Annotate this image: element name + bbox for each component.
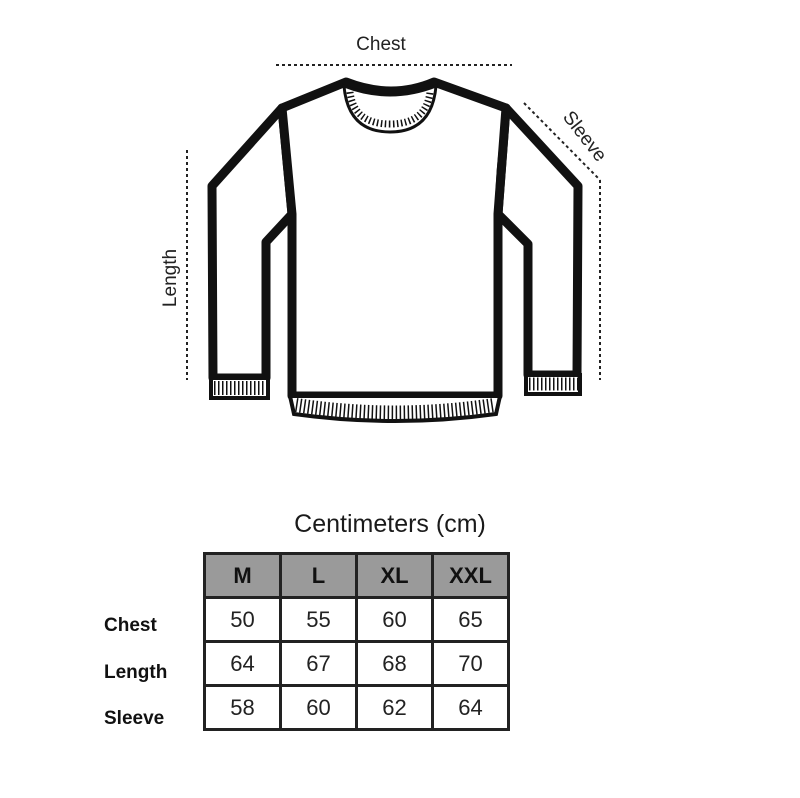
- column-header: M: [203, 552, 282, 599]
- row-label-sleeve: Sleeve: [104, 708, 165, 729]
- table-cell: 60: [279, 684, 358, 731]
- column-header: XXL: [431, 552, 510, 599]
- table-cell: 68: [355, 640, 434, 687]
- table-cell: 55: [279, 596, 358, 643]
- right-sleeve: [493, 103, 583, 380]
- table-cell: 64: [431, 684, 510, 731]
- sleeve-dimension-line: [523, 102, 601, 181]
- table-row: 64 67 68 70: [203, 640, 510, 687]
- table-cell: 65: [431, 596, 510, 643]
- table-cell: 62: [355, 684, 434, 731]
- collar: [342, 83, 438, 134]
- column-header: L: [279, 552, 358, 599]
- row-label-length: Length: [104, 662, 168, 683]
- table-row: 50 55 60 65: [203, 596, 510, 643]
- body: [277, 77, 511, 401]
- left-sleeve: [207, 103, 297, 383]
- right-armhole-line: [495, 107, 507, 215]
- sleeve-label: Sleeve: [558, 107, 610, 166]
- collar-ribbing: [346, 91, 434, 128]
- sweater-outline: [207, 77, 583, 401]
- waistband: [287, 394, 503, 423]
- table-cell: 70: [431, 640, 510, 687]
- table-cell: 67: [279, 640, 358, 687]
- column-header: XL: [355, 552, 434, 599]
- table-title: Centimeters (cm): [294, 510, 486, 538]
- size-chart-table: M L XL XXL 50 55 60 65 64 67 68 70 58 60…: [203, 552, 510, 731]
- table-cell: 60: [355, 596, 434, 643]
- length-label: Length: [160, 249, 181, 307]
- table-row: 58 60 62 64: [203, 684, 510, 731]
- left-armhole-line: [281, 107, 295, 215]
- table-cell: 64: [203, 640, 282, 687]
- chest-label: Chest: [356, 34, 406, 55]
- table-header-row: M L XL XXL: [203, 552, 510, 599]
- table-cell: 50: [203, 596, 282, 643]
- row-label-chest: Chest: [104, 615, 157, 636]
- waistband-ribbing: [294, 398, 496, 420]
- table-cell: 58: [203, 684, 282, 731]
- sweater-size-diagram: Chest Sleeve Length: [160, 34, 610, 423]
